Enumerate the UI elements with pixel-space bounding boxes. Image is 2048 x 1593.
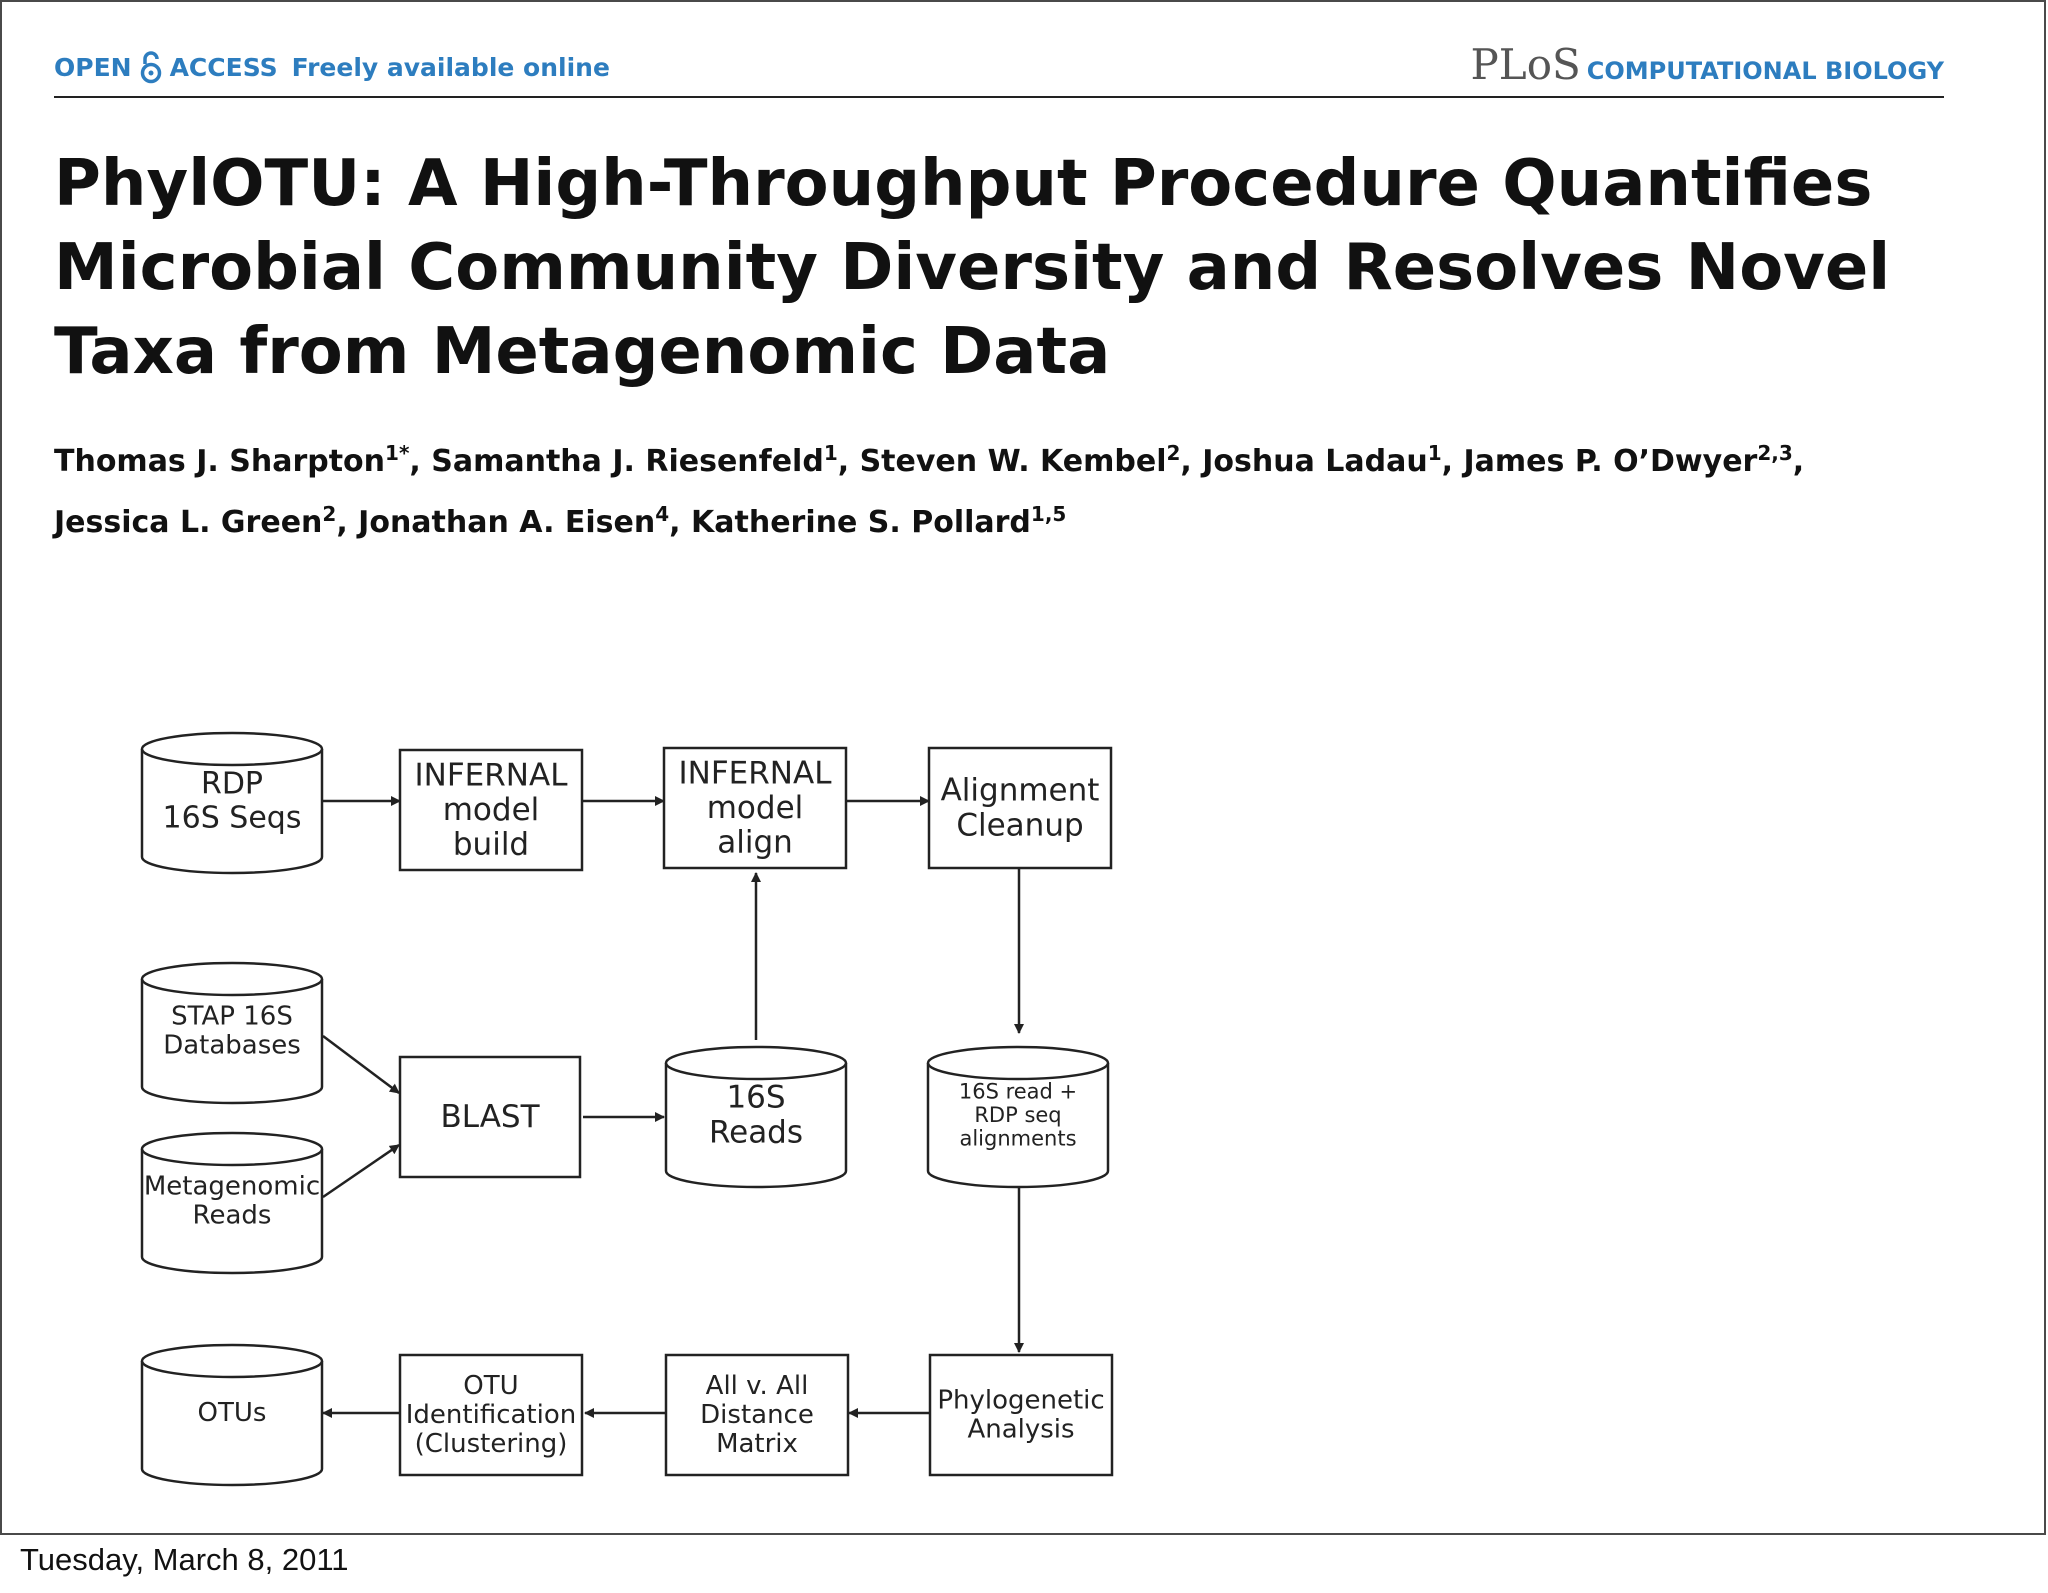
node-label: STAP 16S [171,1001,293,1031]
cylinder-body [140,979,324,1105]
box-outline [928,1353,1114,1477]
author-name: Joshua Ladau [1202,444,1428,479]
author-affiliation: 2 [1166,441,1181,465]
author-affiliation: 2,3 [1757,441,1793,465]
paper-title: PhylOTU: A High-Throughput Procedure Qua… [54,147,1891,389]
cylinder-body [140,749,324,875]
access-tagline: Freely available online [291,52,610,82]
arrow-meta-to-blast [322,1143,400,1199]
node-label: BLAST [440,1099,540,1135]
journal-masthead: OPEN ACCESS Freely available online PLoS… [54,40,1944,98]
node-label: RDP [201,767,263,802]
cylinder-body [664,1063,848,1189]
node-label: Reads [709,1114,803,1150]
author-affiliation: 1* [385,441,410,465]
box-outline [927,746,1113,870]
node-label: Cleanup [956,807,1083,843]
cylinder-top [140,1131,324,1167]
node-label: Matrix [716,1429,798,1459]
node-label: INFERNAL [415,757,569,793]
box-outline [398,748,584,872]
author-name: Steven W. Kembel [859,444,1167,479]
author-affiliation: 1 [1427,441,1442,465]
open-lock-icon [140,51,161,84]
cylinder-top [140,731,324,767]
box-outline [398,1353,584,1477]
open-access-badge: OPEN ACCESS Freely available online [54,50,610,84]
box-outline [664,1353,850,1477]
node-label: Identification [406,1400,576,1430]
author-name: Jonathan A. Eisen [358,505,656,540]
author-affiliation: 4 [655,502,670,526]
author-affiliation: 1 [823,441,838,465]
node-label: INFERNAL [679,755,833,791]
node-label: RDP seq [974,1103,1061,1127]
author-affiliation: 2 [322,502,337,526]
journal-name: COMPUTATIONAL BIOLOGY [1586,57,1944,85]
cylinder-body [140,1149,324,1275]
box-outline [398,1055,582,1179]
node-label: (Clustering) [415,1429,568,1459]
node-label: Alignment [941,773,1100,809]
author-name: Jessica L. Green [54,505,323,540]
node-label: OTU [463,1371,518,1401]
node-label: build [453,827,529,863]
publisher-name: PLoS [1470,40,1581,89]
node-label: Distance [700,1400,814,1430]
author-list: Thomas J. Sharpton1*, Samantha J. Riesen… [54,441,1805,540]
cylinder-body [926,1063,1110,1189]
slide-date: Tuesday, March 8, 2011 [20,1542,349,1577]
slide-frame: OPEN ACCESS Freely available online PLoS… [0,0,2046,1535]
node-label: 16S [726,1080,785,1116]
cylinder-top [140,961,324,997]
box-outline [662,746,848,870]
author-name: Katherine S. Pollard [691,505,1031,540]
node-label: OTUs [198,1398,267,1428]
node-label: Databases [163,1031,301,1061]
author-affiliation: 1,5 [1030,502,1067,526]
arrow-stap-to-blast [322,1035,400,1094]
cylinder-top [140,1343,324,1379]
node-label: align [717,825,793,861]
node-label: 16S read + [959,1079,1077,1103]
node-blast: BLAST [398,1055,582,1179]
node-label: Metagenomic [144,1171,320,1201]
author-name: James P. O’Dwyer [1463,444,1758,479]
node-label: 16S Seqs [163,800,302,835]
node-label: Reads [193,1201,272,1231]
cylinder-body [140,1361,324,1487]
node-label: model [707,790,804,826]
node-label: alignments [959,1127,1076,1151]
node-label: Analysis [967,1415,1074,1445]
author-name: Samantha J. Riesenfeld [431,444,824,479]
node-label: model [443,792,540,828]
node-label: All v. All [706,1371,809,1401]
cylinder-top [664,1045,848,1081]
node-otus: OTUs [140,1343,324,1487]
cylinder-top [926,1045,1110,1081]
node-label: Phylogenetic [937,1385,1104,1415]
author-name: Thomas J. Sharpton [54,444,386,479]
access-label: ACCESS [169,52,278,82]
open-label: OPEN [54,52,132,82]
